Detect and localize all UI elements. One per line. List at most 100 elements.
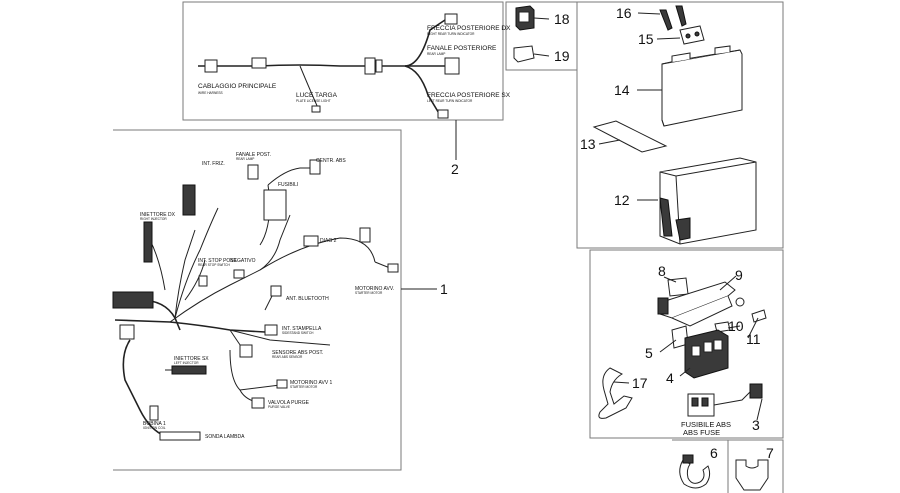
callout-7: 7 <box>766 445 774 461</box>
screw-16a <box>659 9 673 31</box>
right-turn-label: FRECCIA POSTERIORE DX <box>427 25 511 32</box>
clamp-group <box>679 454 769 491</box>
negative-terminal <box>233 269 245 279</box>
callout-numbers: 1 2 3 4 5 6 7 8 9 10 11 12 13 14 15 16 1… <box>440 5 774 461</box>
cable-clamp-7 <box>735 459 769 491</box>
fuse-box-group: FUSIBILE ABS ABS FUSE <box>598 277 767 437</box>
coil-label: BOBINA 1 <box>143 421 166 427</box>
callout-9: 9 <box>735 267 743 283</box>
abs-fuse-3 <box>749 383 763 399</box>
main-harness-label-en: WIRE HARNESS <box>198 91 223 95</box>
callout-2: 2 <box>451 161 459 177</box>
injector-dx-label-en: RIGHT INJECTOR <box>140 217 167 221</box>
abs-sensor-label: SENSORE ABS POST. <box>272 350 323 356</box>
screw-10 <box>714 321 731 333</box>
rear-lamp-label-en: REAR LAMP <box>427 52 445 56</box>
fuses-label: FUSIBILI <box>278 182 298 188</box>
negative-label: NEGATIVO <box>230 258 256 264</box>
callout-11: 11 <box>746 331 761 347</box>
left-turn-label: FRECCIA POSTERIORE SX <box>427 92 511 99</box>
callout-12: 12 <box>614 192 630 208</box>
starter-motor-1 <box>276 379 288 389</box>
rear-lamp-main-label-en: REAR LAMP <box>236 157 254 161</box>
abs-ecu-label: CENTR. ABS <box>316 158 346 164</box>
stop-switch-label-en: REAR STOP SWITCH <box>198 263 230 267</box>
main-harness-label: CABLAGGIO PRINCIPALE <box>198 83 277 90</box>
callout-1: 1 <box>440 281 448 297</box>
abs-fuse-label-it: FUSIBILE ABS <box>681 420 731 429</box>
lambda-label: SONDA LAMBDA <box>205 434 245 440</box>
left-turn-label-en: LEFT REAR TURN INDICATOR <box>427 99 473 103</box>
rubber-pad-13 <box>592 120 668 153</box>
callout-6: 6 <box>710 445 718 461</box>
frame-fuse-box <box>589 249 784 439</box>
callout-19: 19 <box>554 48 570 64</box>
cable-tie-6 <box>679 459 711 489</box>
sidestand-switch <box>264 324 278 336</box>
sidestand-label-en: SIDESTAND SWITCH <box>282 331 314 335</box>
callout-3: 3 <box>752 417 760 433</box>
screw-16b <box>675 5 687 27</box>
clip-8 <box>667 277 689 297</box>
abs-fuse-label-en: ABS FUSE <box>683 428 720 437</box>
sidestand-label: INT. STAMPELLA <box>282 326 322 332</box>
lambda-sensor <box>159 431 201 441</box>
stop-switch <box>198 275 208 287</box>
connector-parts <box>513 5 535 63</box>
injector-dx <box>143 221 153 263</box>
injector-sx-label: INIETTORE SX <box>174 356 209 362</box>
battery-group <box>592 5 757 245</box>
frame-main-harness <box>113 129 402 471</box>
callout-15: 15 <box>638 31 654 47</box>
plate-light-connector <box>311 105 321 113</box>
purge-valve <box>251 397 265 409</box>
rear-wiring-harness: CABLAGGIO PRINCIPALE WIRE HARNESS LUCE T… <box>198 13 511 119</box>
clip-17 <box>598 367 633 419</box>
callout-18: 18 <box>554 11 570 27</box>
rear-lamp-plug <box>247 164 259 180</box>
antenna-label: ANT. BLUETOOTH <box>286 296 329 302</box>
rear-lamp-label: FANALE POSTERIORE <box>427 45 497 52</box>
screw-11 <box>751 309 767 323</box>
rpm-sensor <box>182 184 196 216</box>
diag-connector <box>303 235 319 247</box>
main-harness-connector <box>204 59 218 73</box>
callout-13: 13 <box>580 136 596 152</box>
fuse-holder <box>263 189 287 221</box>
antenna <box>270 285 282 297</box>
right-turn-connector <box>444 13 458 25</box>
callout-16: 16 <box>616 5 632 21</box>
panel-frames <box>113 1 784 493</box>
motor-1-label: MOTORINO AVV 1 <box>290 380 333 386</box>
coil-label-en: IGNITION COIL <box>143 426 166 430</box>
injector-dx-label: INIETTORE DX <box>140 212 176 218</box>
frame-battery <box>576 1 784 249</box>
rear-lamp-main-label: FANALE POST. <box>236 152 271 158</box>
right-turn-label-en: RIGHT REAR TURN INDICATOR <box>427 32 475 36</box>
callout-8: 8 <box>658 263 666 279</box>
callout-5: 5 <box>645 345 653 361</box>
motor-avv-label: MOTORINO AVV. <box>355 286 394 292</box>
callout-4: 4 <box>666 370 674 386</box>
abs-sensor <box>239 344 253 358</box>
injector-sx <box>171 365 207 375</box>
main-wiring-harness: FANALE POST. REAR LAMP INT. FRIZ. INIETT… <box>112 152 399 441</box>
motor-1-label-en: STARTER MOTOR <box>290 385 318 389</box>
callout-17: 17 <box>632 375 648 391</box>
motor-avv-label-en: STARTER MOTOR <box>355 291 383 295</box>
callout-leaders <box>401 12 763 421</box>
connector-19 <box>513 45 535 63</box>
frame-top-harness <box>182 1 504 121</box>
plate-light-label-en: PLATE LICENSE LIGHT <box>296 99 331 103</box>
callout-10: 10 <box>728 318 744 334</box>
purge-valve-label: VALVOLA PURGE <box>268 400 310 406</box>
frame-clamp-7 <box>728 439 784 493</box>
rear-lamp-connector <box>444 57 460 75</box>
fuse-box-4 <box>684 329 729 379</box>
bracket-15 <box>679 25 705 45</box>
callout-14: 14 <box>614 82 630 98</box>
left-turn-connector <box>437 109 449 119</box>
stop-switch-label: INT. STOP POST. <box>198 258 238 264</box>
starter-terminal <box>387 263 399 273</box>
plate-light-label: LUCE TARGA <box>296 92 338 99</box>
